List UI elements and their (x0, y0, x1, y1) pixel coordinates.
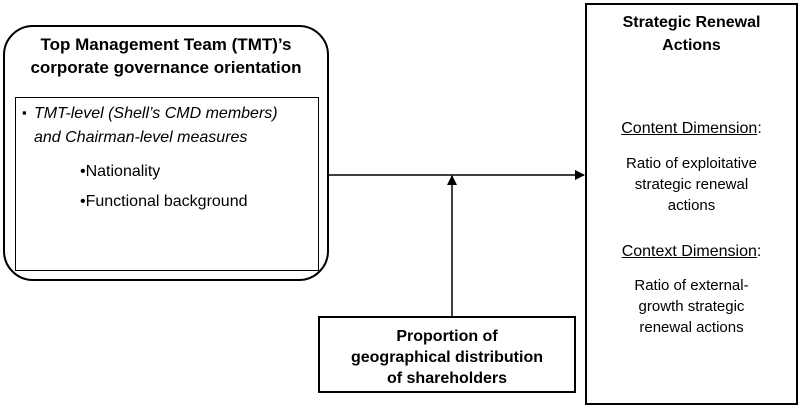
context-dimension-heading: Context Dimension: (587, 241, 796, 262)
strategic-renewal-title: Strategic Renewal Actions (622, 14, 761, 54)
measures-description: TMT-level (Shell’s CMD members) and Chai… (34, 105, 278, 146)
measure-item-nationality: •Nationality (80, 163, 161, 180)
content-dimension-label: Content Dimension (621, 120, 758, 137)
context-dimension-text: Ratio of external- growth strategic rene… (634, 277, 749, 336)
tmt-box-title: Top Management Team (TMT)’s corporate go… (30, 35, 302, 77)
shareholder-distribution-box: Proportion of geographical distribution … (318, 316, 576, 393)
strategic-renewal-box: Strategic Renewal Actions Content Dimens… (585, 3, 798, 405)
shareholder-distribution-text: Proportion of geographical distribution … (350, 328, 543, 387)
context-dimension-colon: : (756, 243, 762, 260)
tmt-governance-box: Top Management Team (TMT)’s corporate go… (3, 25, 329, 281)
measures-box: ▪ TMT-level (Shell’s CMD members) and Ch… (15, 97, 319, 271)
context-dimension-label: Context Dimension (621, 243, 757, 260)
content-dimension-colon: : (757, 120, 762, 137)
content-dimension-text: Ratio of exploitative strategic renewal … (626, 155, 757, 214)
content-dimension-heading: Content Dimension: (587, 118, 796, 139)
square-bullet-icon: ▪ (22, 105, 27, 120)
measure-item-functional-background: •Functional background (80, 193, 248, 210)
